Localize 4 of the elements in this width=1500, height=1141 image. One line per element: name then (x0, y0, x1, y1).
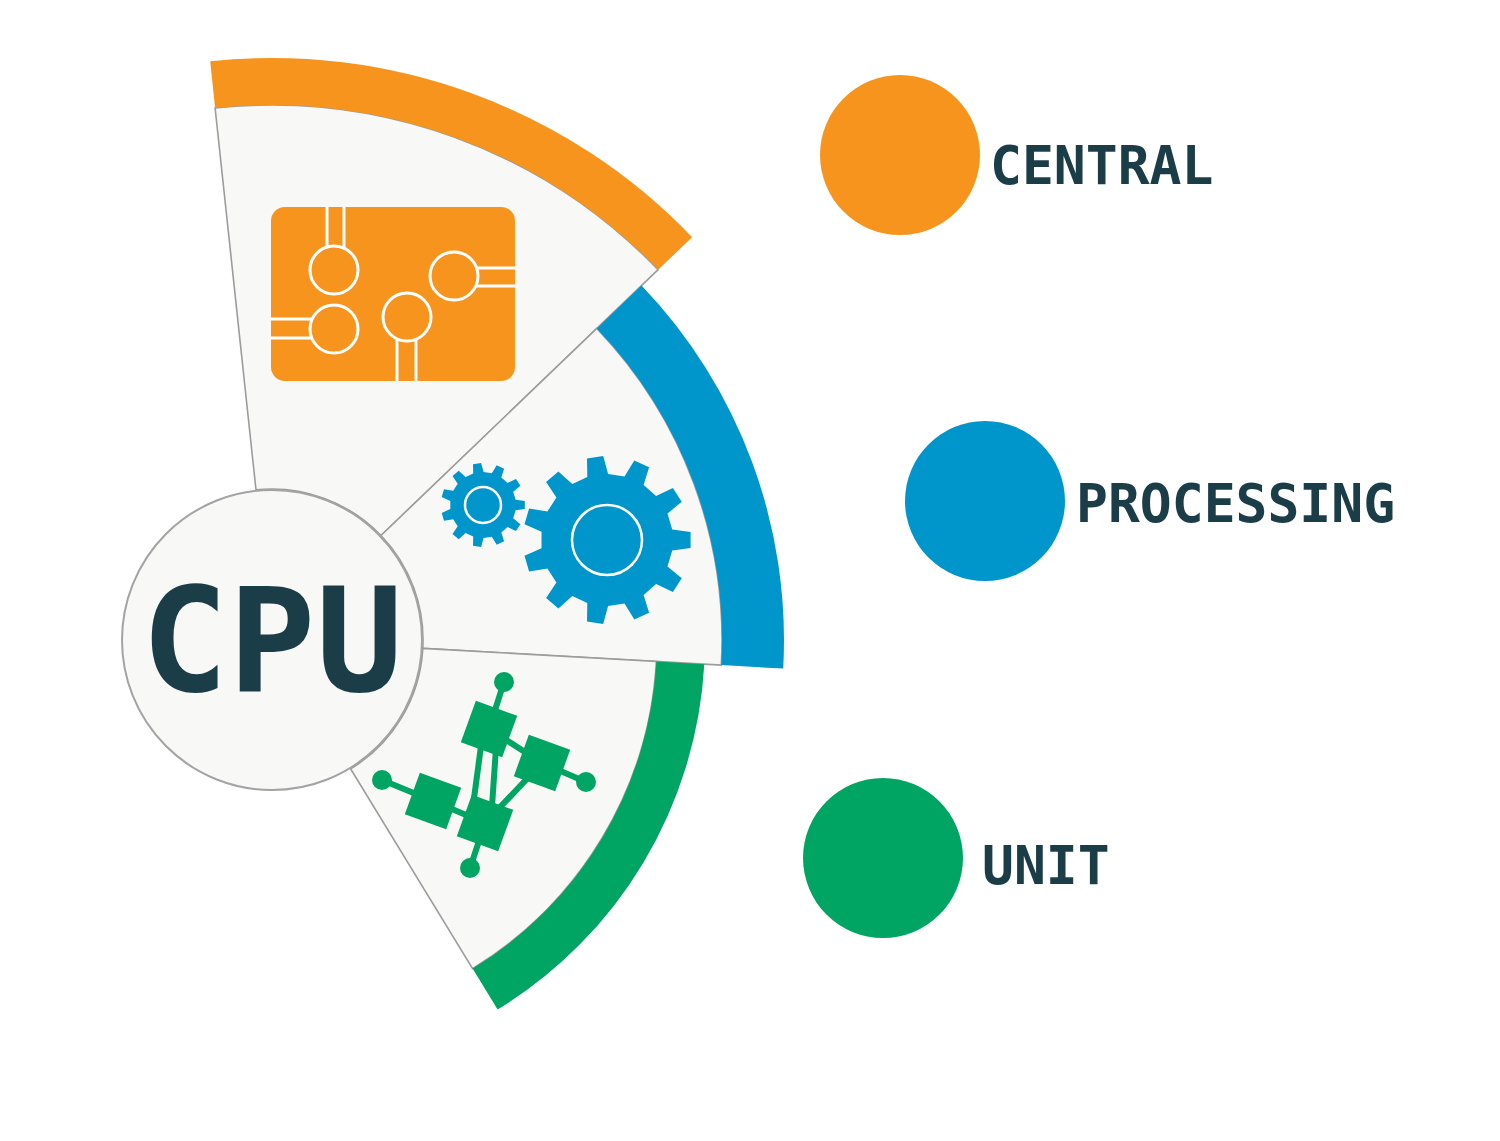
acronym-text: CPU (141, 567, 403, 713)
legend-text: CENTRAL (990, 139, 1214, 192)
legend-text: UNIT (982, 839, 1110, 892)
legend-text: PROCESSING (1076, 477, 1396, 530)
